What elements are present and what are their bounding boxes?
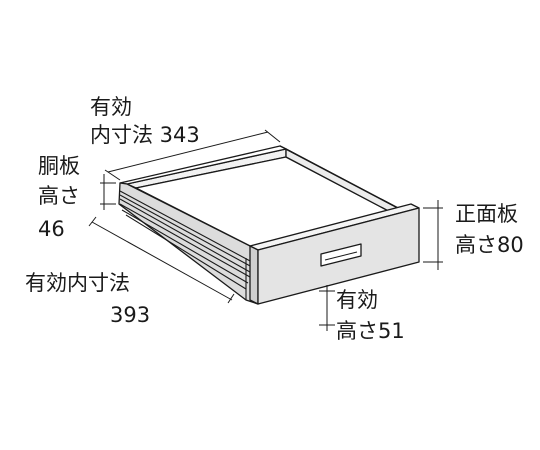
- label-effective-height-name: 有効: [336, 288, 378, 312]
- dimension-side-height-46: [100, 174, 116, 210]
- label-side-height-value: 46: [38, 217, 65, 241]
- label-width-effective: 有効: [90, 95, 132, 119]
- handle-icon: [320, 243, 362, 267]
- label-width-value: 内寸法 343: [90, 123, 200, 147]
- label-depth-effective: 有効内寸法: [25, 271, 130, 295]
- label-depth-value: 393: [110, 303, 150, 327]
- drawer-side-rails: [119, 190, 253, 300]
- drawer-illustration: [118, 145, 420, 305]
- label-front-height-value: 高さ80: [455, 233, 524, 257]
- label-effective-height-value: 高さ51: [336, 319, 405, 343]
- dimension-labels: 有効 内寸法 343 胴板 高さ 46 有効内寸法 393 正面板 高さ80 有…: [25, 95, 524, 343]
- dimension-width-343: [104, 129, 281, 181]
- label-side-height-name: 胴板: [38, 154, 80, 178]
- dimension-effective-height-51: [319, 285, 335, 331]
- label-side-height-word: 高さ: [38, 184, 80, 208]
- dimension-lines: [88, 129, 443, 331]
- dimension-front-height-80: [423, 200, 443, 270]
- dimension-depth-393: [88, 216, 235, 304]
- label-front-height-name: 正面板: [455, 202, 518, 226]
- handle-inner-line: [324, 251, 358, 261]
- front-panel-left-edge: [249, 245, 259, 305]
